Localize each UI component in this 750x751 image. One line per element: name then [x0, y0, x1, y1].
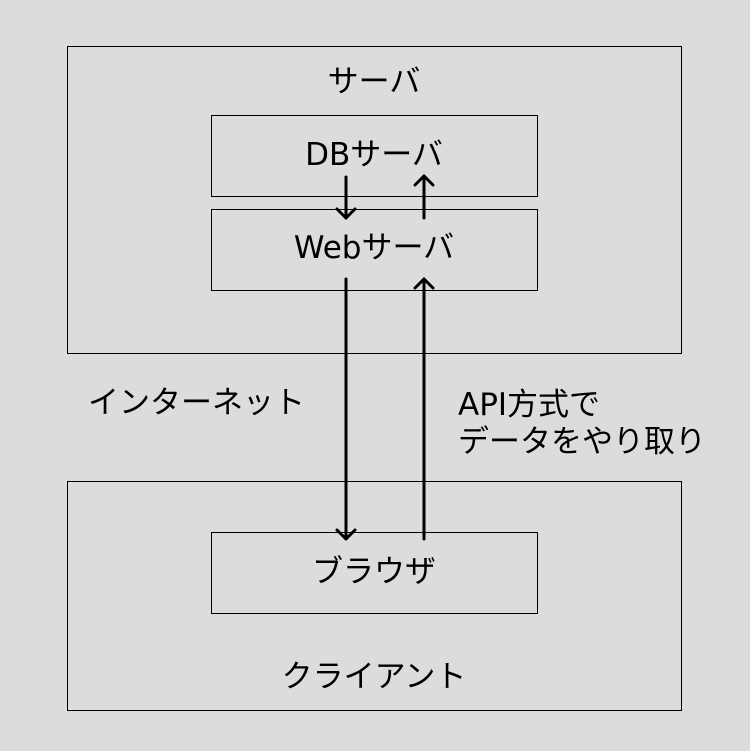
db-server-label: DBサーバ: [305, 137, 443, 173]
client-box: [67, 481, 682, 711]
internet-label: インターネット: [88, 385, 305, 421]
browser-box: [211, 532, 538, 614]
browser-label: ブラウザ: [312, 554, 436, 590]
web-server-box: [211, 209, 538, 291]
server-title: サーバ: [327, 64, 421, 100]
api-label-line2: データをやり取り: [458, 424, 706, 460]
client-title: クライアント: [281, 659, 467, 695]
api-label-line1: API方式で: [458, 387, 601, 423]
server-box: [67, 46, 682, 354]
db-server-box: [211, 115, 538, 197]
web-server-label: Webサーバ: [293, 230, 455, 266]
